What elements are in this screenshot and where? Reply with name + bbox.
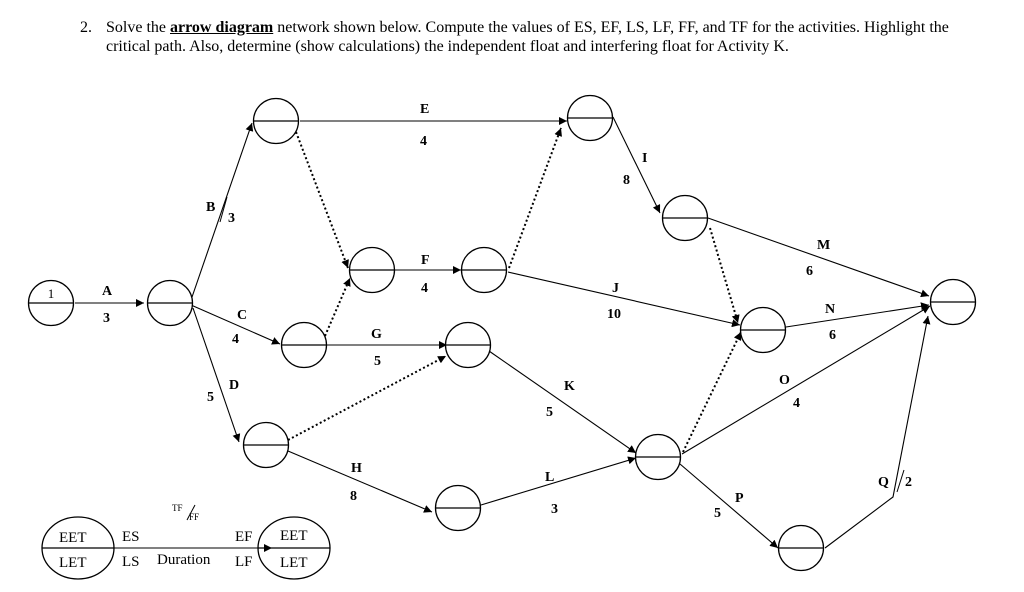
activity-label-e: E xyxy=(420,102,429,117)
legend: EET LET ES LS TF FF Duration EF LF EET L… xyxy=(41,503,331,580)
duration-h: 8 xyxy=(350,489,357,504)
activity-label-a: A xyxy=(102,284,113,299)
activity-label-b: B xyxy=(206,200,215,215)
arrow-n xyxy=(785,302,930,328)
event-node xyxy=(929,278,977,326)
duration-f: 4 xyxy=(421,281,428,296)
event-node xyxy=(280,321,328,369)
arrow-c xyxy=(190,304,281,345)
event-node xyxy=(777,524,825,572)
dummy-arrow xyxy=(324,277,351,337)
legend-ff: FF xyxy=(189,512,199,522)
duration-e: 4 xyxy=(420,134,427,149)
activity-label-l: L xyxy=(545,470,554,485)
b-divider xyxy=(219,196,228,223)
problem-text-end: network shown below. Compute the values … xyxy=(106,19,949,55)
activity-label-p: P xyxy=(735,491,744,506)
duration-l: 3 xyxy=(551,502,558,517)
duration-j: 10 xyxy=(607,307,621,322)
event-node xyxy=(739,306,787,354)
arrow-b xyxy=(190,122,254,301)
legend-tf: TF xyxy=(172,503,183,513)
activity-label-d: D xyxy=(229,378,239,393)
duration-o: 4 xyxy=(793,396,800,411)
legend-es: ES xyxy=(122,529,140,545)
event-node xyxy=(460,246,508,294)
duration-i: 8 xyxy=(623,173,630,188)
event-node xyxy=(661,194,709,242)
arrow-m xyxy=(707,217,930,298)
legend-start-let: LET xyxy=(59,555,87,571)
activity-label-k: K xyxy=(564,379,575,394)
duration-n: 6 xyxy=(829,328,836,343)
activity-label-q: Q xyxy=(878,475,889,490)
activity-label-n: N xyxy=(825,302,835,317)
duration-d: 5 xyxy=(207,390,214,405)
activity-label-i: I xyxy=(642,151,647,166)
problem-text-start: Solve the xyxy=(106,19,170,36)
dummy-arrow xyxy=(287,355,447,441)
arrow-q xyxy=(824,315,931,549)
event-node xyxy=(27,279,75,327)
problem-number: 2. xyxy=(80,19,92,36)
legend-duration: Duration xyxy=(157,552,211,568)
problem-emphasis: arrow diagram xyxy=(170,19,274,36)
legend-ef: EF xyxy=(235,529,253,545)
arrow-i xyxy=(612,116,661,214)
legend-end-eet: EET xyxy=(280,528,308,544)
legend-ls: LS xyxy=(122,554,140,570)
problem-text: Solve the arrow diagram network shown be… xyxy=(106,18,966,56)
activity-label-h: H xyxy=(351,461,362,476)
duration-p: 5 xyxy=(714,506,721,521)
event-node xyxy=(242,421,290,469)
dummy-arrow xyxy=(709,227,740,324)
event-node xyxy=(566,94,614,142)
duration-c: 4 xyxy=(232,332,239,347)
dummy-arrow xyxy=(682,331,742,453)
activity-label-m: M xyxy=(817,238,830,253)
dummy-arrows xyxy=(287,127,742,453)
duration-k: 5 xyxy=(546,405,553,420)
activity-label-g: G xyxy=(371,327,382,342)
event-node xyxy=(444,321,492,369)
event-node xyxy=(634,433,682,481)
dummy-arrow xyxy=(508,127,562,269)
activity-label-o: O xyxy=(779,373,790,388)
activity-label-f: F xyxy=(421,253,430,268)
arrow-p xyxy=(679,463,779,549)
legend-start-eet: EET xyxy=(59,530,87,546)
activity-label-j: J xyxy=(612,281,619,296)
arrow-o xyxy=(681,305,931,455)
activity-label-c: C xyxy=(237,308,247,323)
legend-end-let: LET xyxy=(280,555,308,571)
duration-a: 3 xyxy=(103,311,110,326)
legend-lf: LF xyxy=(235,554,253,570)
event-node xyxy=(434,484,482,532)
start-node-label: 1 xyxy=(48,286,55,301)
arrow-l xyxy=(480,456,637,506)
event-node xyxy=(252,97,300,145)
arrow-j xyxy=(507,271,741,328)
duration-b: 3 xyxy=(228,211,235,226)
q-divider xyxy=(896,469,905,493)
arrow-d xyxy=(192,307,241,443)
arrow-h xyxy=(287,450,433,513)
event-node xyxy=(146,279,194,327)
activity-arrows xyxy=(75,116,931,552)
duration-q: 2 xyxy=(905,475,912,490)
arrow-k xyxy=(488,350,637,454)
event-node xyxy=(348,246,396,294)
legend-float-divider xyxy=(186,504,196,521)
duration-m: 6 xyxy=(806,264,813,279)
event-nodes xyxy=(27,94,977,572)
duration-g: 5 xyxy=(374,354,381,369)
dummy-arrow xyxy=(295,131,349,269)
